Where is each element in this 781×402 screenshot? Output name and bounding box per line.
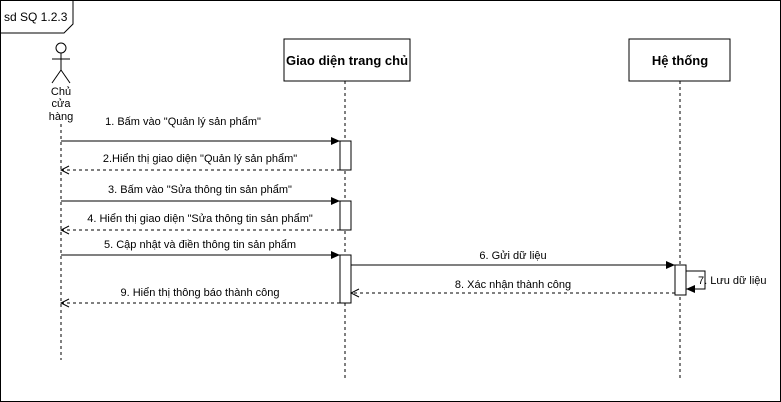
activation-bar-homepage-3: [339, 254, 352, 304]
activation-bar-homepage-2: [339, 200, 352, 231]
lifeline-title-system: Hệ thống: [652, 53, 708, 68]
message-5-label: 5. Cập nhật và điền thông tin sản phẩm: [104, 239, 296, 251]
message-9-label: 9. Hiển thị thông báo thành công: [120, 287, 279, 299]
lifeline-box-homepage: [283, 38, 411, 82]
lifeline-title-homepage: Giao diện trang chủ: [286, 53, 408, 68]
frame-label-tab: [0, 0, 74, 34]
activation-bar-system: [674, 264, 687, 296]
frame-label: sd SQ 1.2.3: [4, 10, 68, 24]
actor-shop-owner: Chủ cửa hàng: [49, 42, 73, 123]
actor-label-line-2: cửa: [52, 98, 72, 110]
message-3-label: 3. Bấm vào "Sửa thông tin sản phẩm": [108, 184, 292, 196]
message-7-arrow: [686, 270, 706, 293]
actor-label-line-3: hàng: [49, 111, 73, 123]
message-4-label: 4. Hiển thị giao diện "Sửa thông tin sản…: [87, 213, 313, 225]
message-7-label: 7. Lưu dữ liệu: [698, 275, 767, 287]
message-6-label: 6. Gửi dữ liệu: [479, 250, 546, 262]
message-2-label: 2.Hiển thị giao diện "Quản lý sản phẩm": [103, 153, 297, 165]
actor-label-line-1: Chủ: [51, 86, 71, 98]
actor-head-icon: [55, 42, 67, 54]
message-1-label: 1. Bấm vào "Quản lý sản phẩm": [105, 116, 261, 128]
message-8-label: 8. Xác nhận thành công: [455, 279, 571, 291]
activation-bar-homepage-1: [339, 140, 352, 171]
